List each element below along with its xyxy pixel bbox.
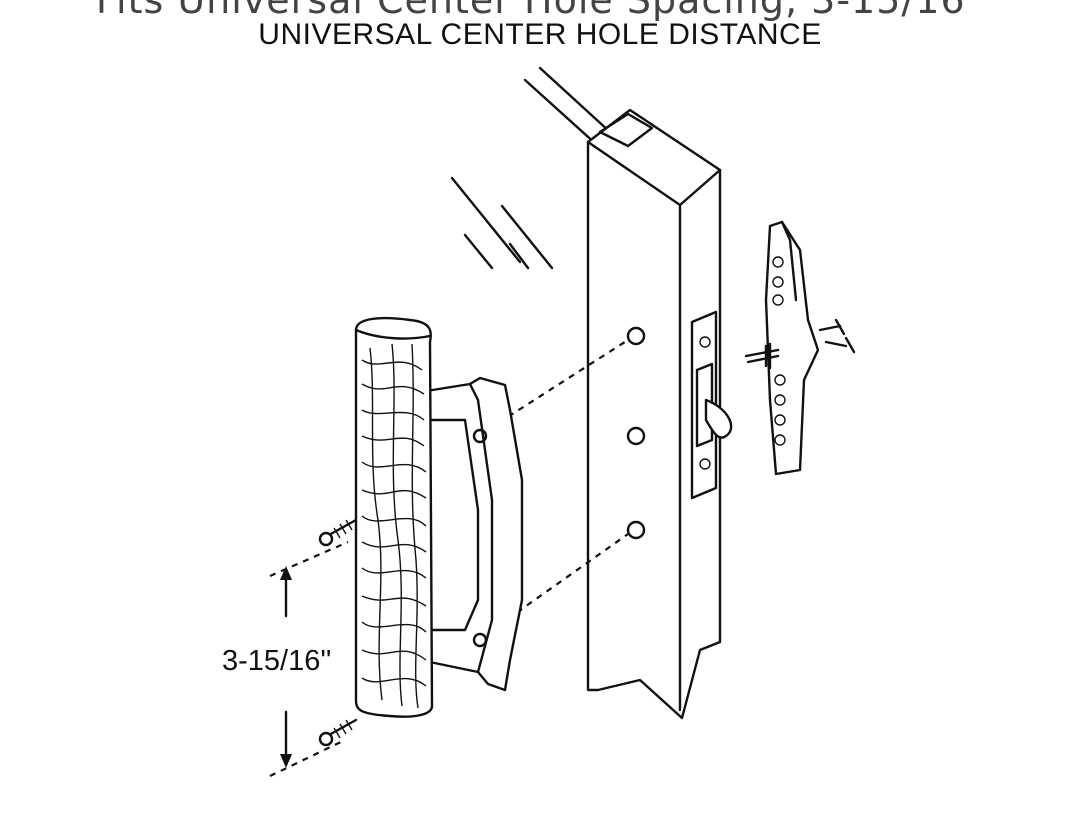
glass-reflection-lines xyxy=(450,176,554,270)
wood-grain xyxy=(361,343,427,709)
handle-body xyxy=(418,376,524,692)
dimension-arrow-up xyxy=(280,566,292,618)
latch-hook xyxy=(704,398,733,439)
cut-off-heading: Fits Universal Center Hole Spacing, 3-15… xyxy=(95,0,985,22)
mounting-hole-bottom xyxy=(626,520,646,540)
center-distance-label: 3-15/16'' xyxy=(222,645,332,677)
mounting-hole-top xyxy=(626,326,646,346)
diagram-title: UNIVERSAL CENTER HOLE DISTANCE xyxy=(258,18,822,51)
wood-grip xyxy=(354,316,434,718)
door-stile xyxy=(586,108,722,720)
interior-lock-assembly xyxy=(744,220,856,476)
glass-pane-top xyxy=(523,66,612,147)
latch-plate xyxy=(690,310,733,500)
screw-top xyxy=(318,518,358,547)
screw-bottom xyxy=(318,718,358,747)
dimension-arrow-down xyxy=(280,710,292,768)
mounting-hole-middle xyxy=(626,426,646,446)
